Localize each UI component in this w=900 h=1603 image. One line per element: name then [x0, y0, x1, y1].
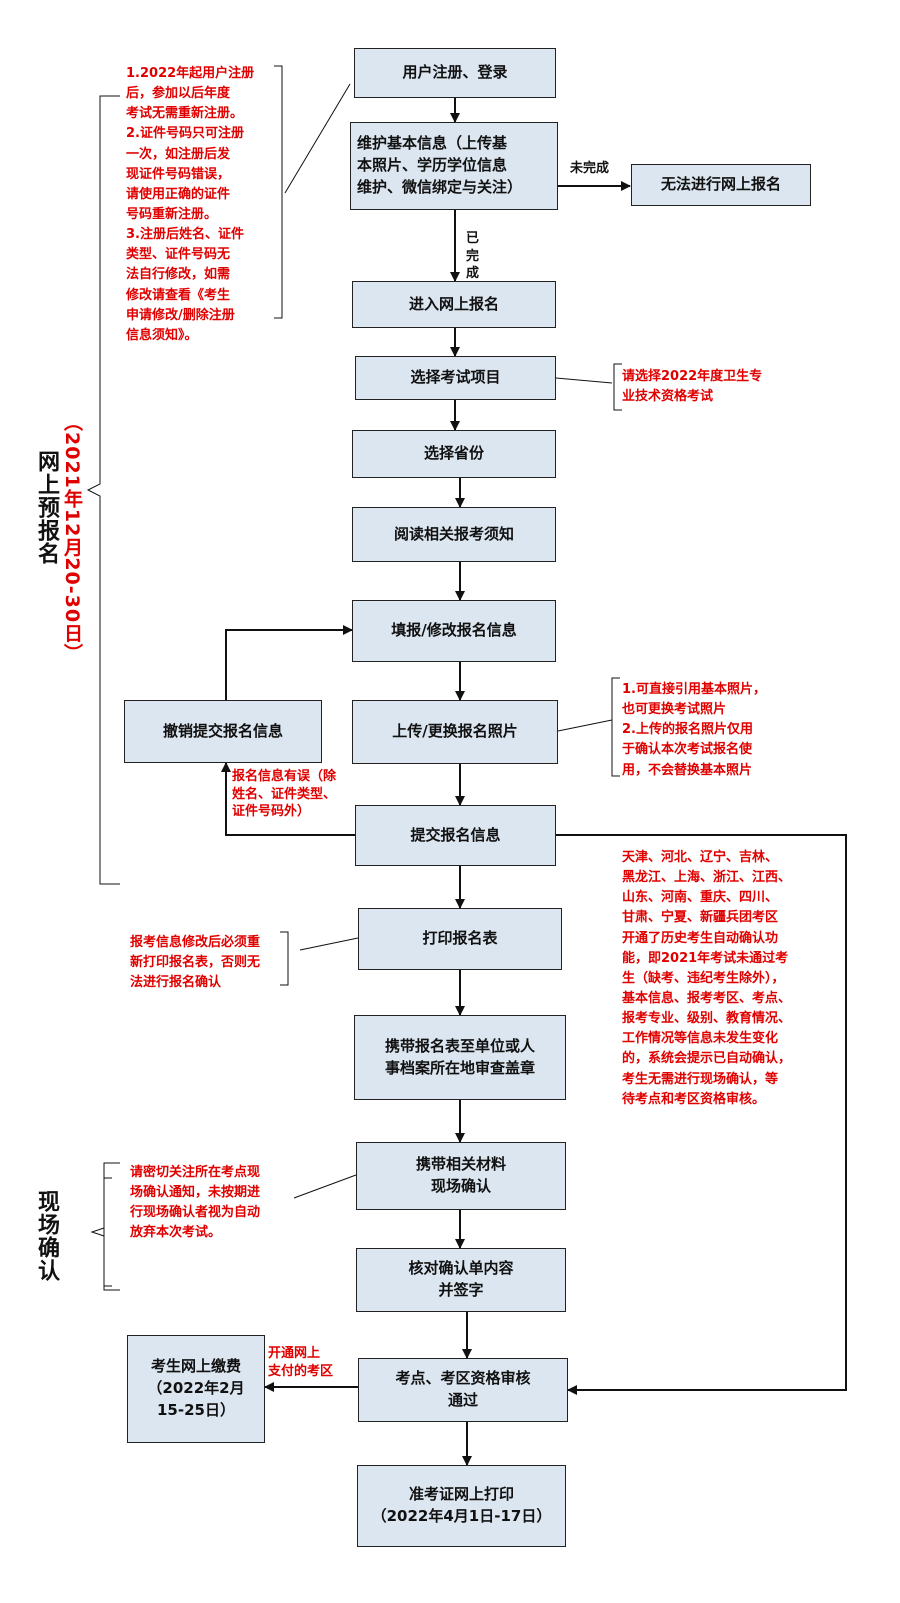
step-submit-info: 提交报名信息: [355, 805, 556, 866]
step-choose-province: 选择省份: [352, 430, 556, 478]
step-print-form: 打印报名表: [358, 908, 562, 970]
bracket-registration-note: [274, 65, 283, 319]
brace-online-pre: [86, 95, 120, 885]
bracket-photo-note: [611, 677, 620, 777]
step-onsite-confirm: 携带相关材料 现场确认: [356, 1142, 566, 1210]
arrow-revoke-to-fill: [225, 625, 353, 700]
label-incomplete: 未完成: [570, 161, 610, 176]
label-online-payment-regions: 开通网上 支付的考区: [268, 1346, 334, 1379]
note-onsite: 请密切关注所在考点现 场确认通知，未按期进 行现场确认者视为自动 放弃本次考试。: [130, 1165, 261, 1241]
step-read-notice: 阅读相关报考须知: [352, 507, 556, 562]
step-sign-confirmation: 核对确认单内容 并签字: [356, 1248, 566, 1312]
note-exam-choice: 请选择2022年度卫生专 业技术资格考试: [622, 369, 763, 405]
note-reprint: 报考信息修改后必须重 新打印报名表，否则无 法进行报名确认: [130, 935, 261, 991]
step-stamp-review: 携带报名表至单位或人 事档案所在地审查盖章: [354, 1015, 566, 1100]
step-upload-photo: 上传/更换报名照片: [352, 700, 558, 764]
callout-register: [284, 83, 351, 194]
bracket-reprint-note: [280, 931, 289, 986]
note-auto-confirm: 天津、河北、辽宁、吉林、 黑龙江、上海、浙江、江西、 山东、河南、重庆、四川、 …: [622, 850, 792, 1107]
arrow-auto-confirm-bypass: [556, 834, 847, 1395]
step-choose-exam: 选择考试项目: [355, 356, 556, 400]
note-registration: 1.2022年起用户注册 后，参加以后年度 考试无需重新注册。 2.证件号码只可…: [126, 66, 255, 343]
step-revoke-submission: 撤销提交报名信息: [124, 700, 322, 763]
step-admission-print: 准考证网上打印 （2022年4月1日-17日）: [357, 1465, 566, 1547]
step-register: 用户注册、登录: [354, 48, 556, 98]
callout-photo: [557, 719, 613, 732]
brace-onsite: [90, 1177, 112, 1287]
step-qualification-review: 考点、考区资格审核 通过: [358, 1358, 568, 1422]
label-complete: 已 完 成: [466, 231, 480, 282]
callout-reprint: [299, 937, 359, 951]
section-online-pre-dates: （2021年12月20-30日）: [61, 412, 83, 664]
step-cannot-register: 无法进行网上报名: [631, 164, 811, 206]
section-online-pre-registration: 网上预报名: [34, 450, 59, 565]
section-onsite-confirmation: 现场确认: [34, 1190, 59, 1282]
note-photo: 1.可直接引用基本照片， 也可更换考试照片 2.上传的报名照片仅用 于确认本次考…: [622, 682, 766, 778]
bracket-exam-note: [613, 363, 622, 411]
step-maintain-basic-info: 维护基本信息（上传基 本照片、学历学位信息 维护、微信绑定与关注）: [350, 122, 558, 210]
step-online-payment: 考生网上缴费 （2022年2月 15-25日）: [127, 1335, 265, 1443]
step-enter-online-registration: 进入网上报名: [352, 281, 556, 328]
bracket-onsite-note: [103, 1162, 120, 1291]
arrow-submit-to-revoke: [221, 762, 355, 836]
label-info-error: 报名信息有误（除 姓名、证件类型、 证件号码外）: [232, 769, 337, 820]
callout-exam: [555, 377, 613, 384]
step-fill-info: 填报/修改报名信息: [352, 600, 556, 662]
callout-onsite: [293, 1174, 357, 1199]
